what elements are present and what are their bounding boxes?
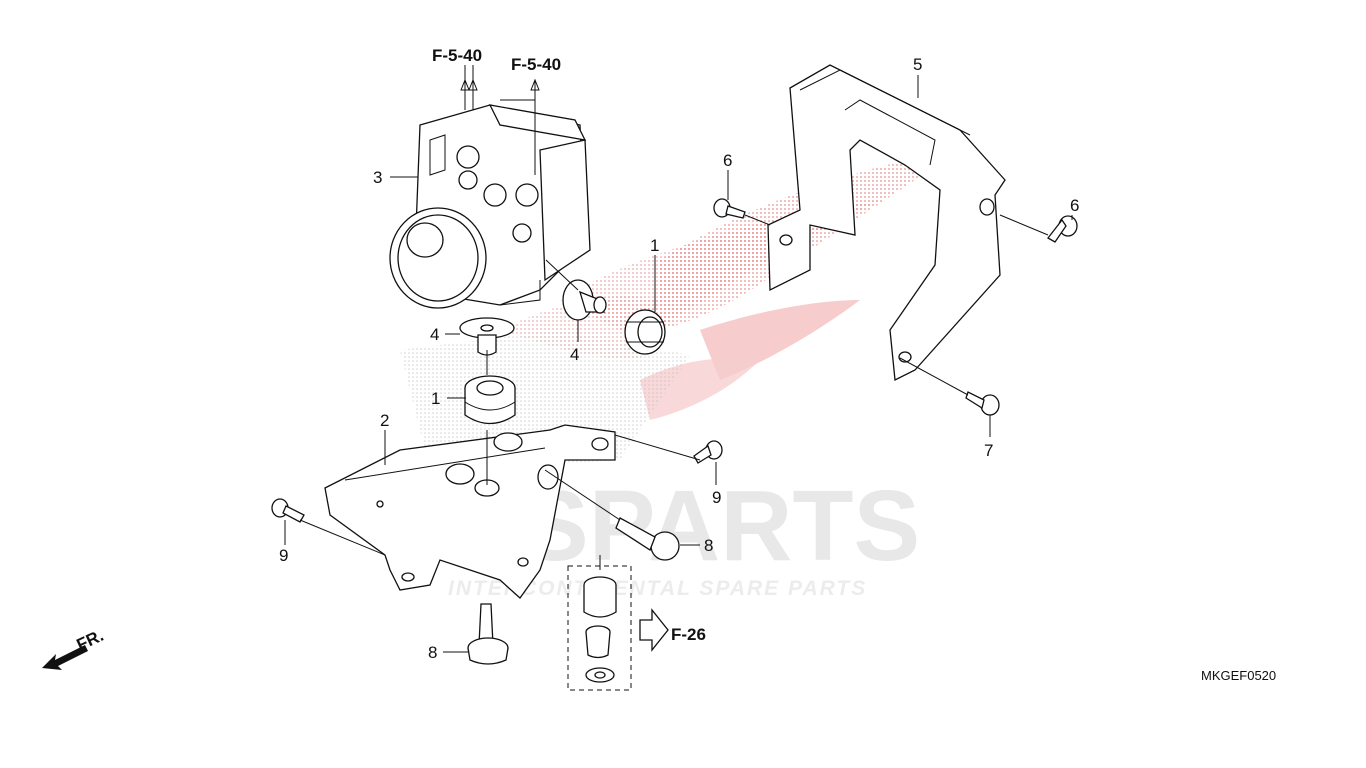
callout-9-left: 9 xyxy=(279,546,288,565)
bolt-part-9-left[interactable] xyxy=(271,498,305,523)
callout-9-right: 9 xyxy=(712,488,721,507)
reference-label-upper-left[interactable]: F-5-40 xyxy=(432,46,482,65)
callout-2: 2 xyxy=(380,411,389,430)
callout-3: 3 xyxy=(373,168,382,187)
collar-part-4-left[interactable] xyxy=(459,317,515,356)
callout-6-left: 6 xyxy=(723,151,732,170)
cover-part-5[interactable] xyxy=(767,64,1006,382)
callout-4-right: 4 xyxy=(570,345,579,364)
callout-1-left: 1 xyxy=(431,389,440,408)
bolt-part-8-bottom[interactable] xyxy=(467,603,509,665)
grommet-part-1-left[interactable] xyxy=(464,375,516,425)
bolt-part-9-right[interactable] xyxy=(693,440,723,464)
front-direction-arrow-icon xyxy=(42,645,88,670)
reference-arrow-icon xyxy=(639,608,669,652)
bolt-part-6-right[interactable] xyxy=(1047,215,1078,243)
watermark-tagline: INTERCONTINENTAL SPARE PARTS xyxy=(448,577,867,600)
bolt-part-7[interactable] xyxy=(965,391,1000,416)
bolt-part-8-right[interactable] xyxy=(615,517,680,561)
reference-label-upper-right[interactable]: F-5-40 xyxy=(511,55,561,74)
leader-lines xyxy=(284,65,1073,653)
callout-8-right: 8 xyxy=(704,536,713,555)
abs-modulator-part-3[interactable] xyxy=(389,104,591,309)
bracket-part-2[interactable] xyxy=(324,424,616,599)
callout-8-bottom: 8 xyxy=(428,643,437,662)
grommet-set-box[interactable] xyxy=(567,565,632,691)
callout-5: 5 xyxy=(913,55,922,74)
callout-6-right: 6 xyxy=(1070,196,1079,215)
grommet-part-1-upper[interactable] xyxy=(624,309,666,355)
diagram-code: MKGEF0520 xyxy=(1201,668,1276,683)
callout-7: 7 xyxy=(984,441,993,460)
callout-4-left: 4 xyxy=(430,325,439,344)
watermark-shadow-area xyxy=(400,330,690,470)
collar-part-4-right[interactable] xyxy=(562,279,607,321)
bolt-part-6-left[interactable] xyxy=(713,198,746,219)
reference-label-grommet-set[interactable]: F-26 xyxy=(671,625,706,644)
callout-1-upper: 1 xyxy=(650,236,659,255)
